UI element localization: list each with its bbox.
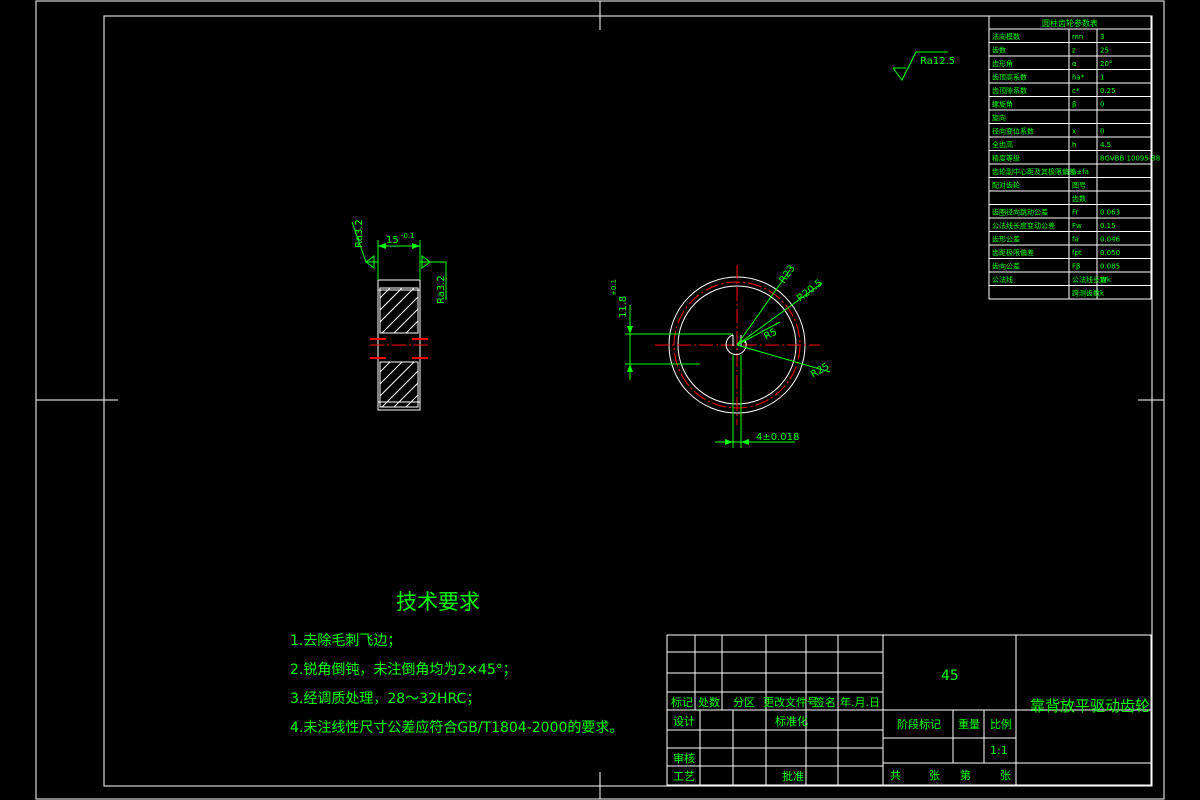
svg-text:批准: 批准 [782,769,804,783]
param-cell: 齿数 [1072,194,1086,203]
svg-text:张: 张 [929,769,940,782]
param-cell: fa [1072,236,1079,244]
param-cell: 公法线 [992,275,1013,284]
param-cell: k [1100,290,1105,298]
svg-text:Ra12.5: Ra12.5 [920,56,955,67]
svg-text:共: 共 [890,769,901,782]
svg-text:比例: 比例 [990,717,1012,731]
param-cell: 齿顶高系数 [992,73,1027,82]
svg-text:更改文件号: 更改文件号 [763,695,818,709]
param-cell: mn [1072,33,1083,41]
gear-side-view: 15 -0.1 Ra3.2 Ra3.2 [351,219,447,411]
param-cell: fpt [1072,249,1082,257]
svg-text:阶段标记: 阶段标记 [897,717,941,731]
gear-front-view: 11.8 +0.1 4±0.018 R23 R20.5 R5 R25 [610,263,832,448]
param-cell: 公法线长度 [1072,275,1107,284]
param-cell: 齿数 [992,46,1006,55]
tech-requirements: 技术要求 1.去除毛刺飞边； 2.锐角倒钝，未注倒角均为2×45°； 3.经调质… [290,590,623,736]
svg-text:签名: 签名 [814,695,836,709]
svg-text:Ra3.2: Ra3.2 [354,219,365,248]
param-cell: 齿圈径向跳动公差 [992,208,1048,217]
svg-text:Ra3.2: Ra3.2 [436,275,447,304]
material: 45 [941,668,959,684]
svg-text:R20.5: R20.5 [795,278,825,305]
param-cell: 20° [1100,60,1112,68]
param-cell: ha* [1072,74,1085,82]
svg-text:年.月.日: 年.月.日 [840,695,880,709]
param-cell: 齿距极限偏差 [992,248,1034,257]
param-cell: 旋向 [992,113,1006,122]
param-cell: 25 [1100,47,1109,55]
tech-item-1: 1.去除毛刺飞边； [290,633,401,649]
svg-text:-0.1: -0.1 [401,232,415,240]
svg-text:+0.1: +0.1 [610,279,618,296]
svg-text:标准化: 标准化 [775,714,808,728]
param-cell: Fβ [1072,263,1081,271]
param-cell: c* [1072,87,1080,95]
inner-frame [103,15,1153,787]
svg-text:R5: R5 [762,327,779,343]
svg-text:分区: 分区 [733,696,755,709]
param-cell: Fr [1072,209,1079,217]
param-cell: 齿顶隙系数 [992,86,1027,95]
param-cell: 齿向公差 [992,262,1020,271]
param-cell: 3 [1100,33,1104,41]
param-cell: β [1072,101,1076,109]
svg-text:标记: 标记 [671,695,693,709]
scale: 1:1 [990,744,1008,757]
param-cell: Wk [1100,276,1112,284]
title-block: 标记 处数 分区 更改文件号 签名 年.月.日 设计 标准化 审核 工艺 批准 … [666,634,1152,786]
tech-item-2: 2.锐角倒钝，未注倒角均为2×45°； [290,662,517,678]
param-cell: 0.085 [1100,263,1120,271]
param-cell: 齿形公差 [992,235,1020,244]
param-cell: 4.5 [1100,141,1111,149]
param-table-title: 圆柱齿轮参数表 [1042,18,1098,28]
tech-item-4: 4.未注线性尺寸公差应符合GB/T1804-2000的要求。 [290,719,623,736]
param-cell: Fw [1072,222,1082,230]
param-cell: 0.046 [1100,236,1121,244]
param-cell: h [1072,141,1076,149]
param-cell: 8GVBB 10095-88 [1100,155,1160,163]
param-cell: 图号 [1072,182,1086,190]
param-cell: x [1072,128,1076,136]
param-cell: 齿形角 [992,59,1013,68]
param-cell: 公法线长度变动公差 [992,221,1055,230]
param-cell: 螺旋角 [992,100,1013,109]
svg-text:处数: 处数 [698,696,720,709]
svg-text:重量: 重量 [958,717,980,731]
param-cell: a±fa [1072,168,1089,176]
svg-text:第: 第 [960,768,971,782]
param-cell: 全齿高 [992,140,1013,149]
tech-item-3: 3.经调质处理，28～32HRC； [290,691,480,707]
svg-text:工艺: 工艺 [673,770,695,783]
svg-text:审核: 审核 [673,751,695,765]
param-cell: 0.25 [1100,87,1116,95]
param-cell: 跨测齿数 [1072,289,1100,298]
svg-text:4±0.018: 4±0.018 [756,432,799,443]
param-cell: 精度等级 [992,154,1020,163]
param-cell: 径向变位系数 [992,127,1034,136]
svg-text:张: 张 [1000,769,1011,782]
param-cell: 0 [1100,101,1104,109]
param-cell: α [1072,60,1077,68]
part-name: 靠背放平驱动齿轮 [1030,697,1150,715]
param-cell: 1 [1100,74,1104,82]
param-cell: 0.15 [1100,222,1116,230]
param-cell: 配对齿轮 [992,181,1020,190]
svg-text:11.8: 11.8 [618,296,629,318]
svg-text:R23: R23 [777,263,797,285]
param-cell: z [1072,47,1076,55]
param-cell: 法向模数 [992,32,1020,41]
param-cell: 0 [1100,128,1104,136]
svg-text:R25: R25 [809,361,832,380]
tech-title: 技术要求 [396,590,480,614]
svg-text:15: 15 [386,235,399,246]
svg-text:设计: 设计 [673,715,695,728]
param-cell: 0.050 [1100,249,1120,257]
param-cell: 齿轮副中心距及其极限偏差 [992,167,1076,176]
param-cell: 0.063 [1100,209,1120,217]
surface-finish-general: Ra12.5 [892,51,955,81]
